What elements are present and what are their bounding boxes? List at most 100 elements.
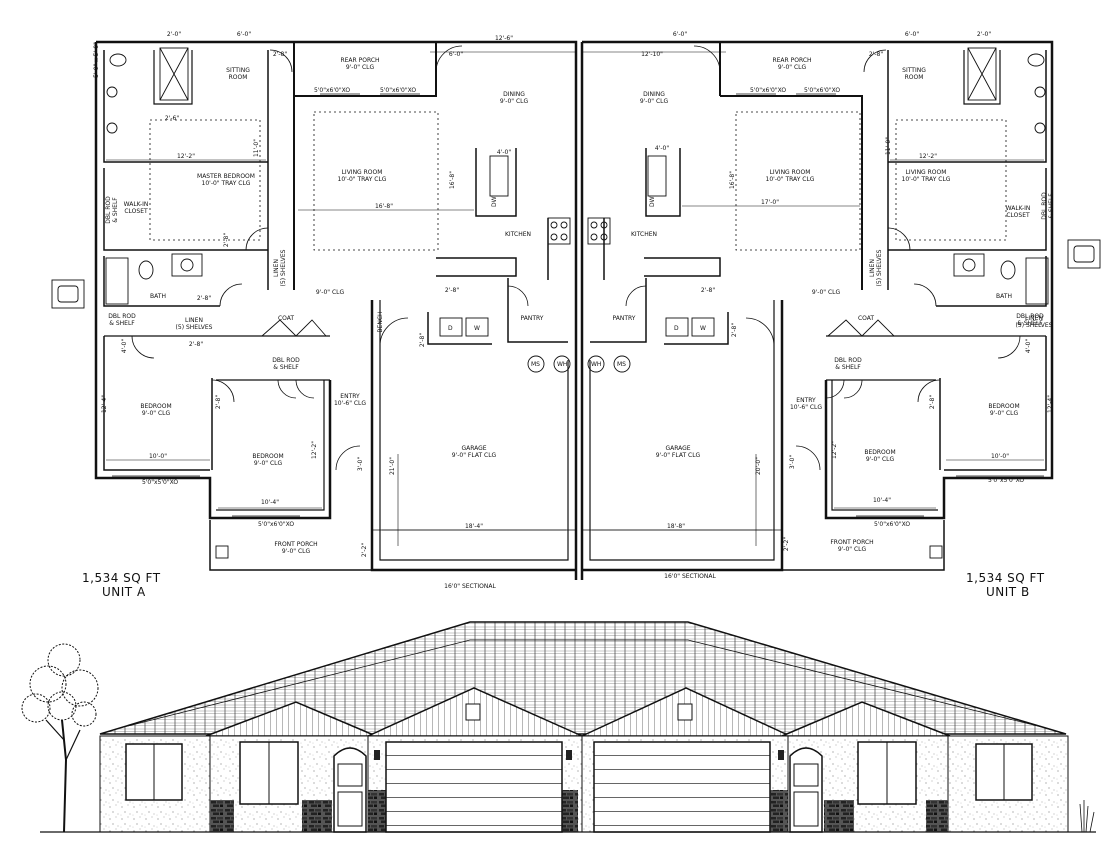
tray-ceilings [149,111,1007,251]
unit-a-dim-d14: 4'-0" [497,149,511,156]
fixtures [51,47,1101,559]
unit-b-room-coat: COAT [858,315,874,322]
unit-b-dim-d25: 20'-0" [755,457,762,475]
front-door-b [789,747,823,833]
unit-a-dim-d23: 5'0"x6'0"XO [258,521,294,528]
front-door-a [333,747,367,833]
front-elevation [21,621,1096,833]
unit-b-dim-d26: 18'-8" [667,523,685,530]
unit-a-dim-d31: 2'-8" [419,333,426,347]
unit-a-dim-d12: 16'-8" [375,203,393,210]
unit-a-dim-d13: 16'-8" [449,171,456,189]
floor-plan [51,40,1101,580]
unit-b-walls [580,40,1054,580]
unit-b-dim-d31: 2'-8" [731,323,738,337]
unit-a-dim-d19: 12'-4" [101,395,108,413]
washer-label-a: W [474,325,480,332]
unit-b-dim-d20: 5'0"x5'0"XO [988,477,1024,484]
dryer-label-a: D [448,325,453,332]
unit-a-dim-d10: 11'-0" [253,139,260,157]
unit-a-room-bath: BATH [150,293,166,300]
unit-b-dim-d2: 6'-0" [905,31,919,38]
unit-a-dim-d7: 5'0"x6'0"XO [314,87,350,94]
unit-a-dim-d30: 4'-0" [121,339,128,353]
dw-label-a: DW [491,196,498,207]
unit-a-dim-d21: 10'-4" [261,499,279,506]
unit-a-room-pantry: PANTRY [521,315,544,322]
ms-label-b: MS [617,361,626,368]
unit-a-dim-d15: 2'-8" [445,287,459,294]
unit-b-dim-d5: 12'-10" [641,51,663,58]
wh-label-b: WH [591,361,601,368]
dw-label-b: DW [649,196,656,207]
unit-b-room-kitchen: KITCHEN [631,231,657,238]
unit-a-dim-d16: 2'-8" [197,295,211,302]
unit-a-room-linen-shelf: LINEN(5) SHELVES [176,317,213,331]
unit-b-dim-d21: 10'-4" [873,497,891,504]
unit-a-walls [94,40,578,580]
unit-b-dim-d14: 4'-0" [655,145,669,152]
unit-b-dim-d7: 5'0"x6'0"XO [750,87,786,94]
unit-b-dim-d24: 3'-0" [789,455,796,469]
ms-label-a: MS [531,361,540,368]
unit-a-sqft: 1,534 SQ FT [82,571,161,585]
unit-b-sqft: 1,534 SQ FT [966,571,1045,585]
washer-label-b: W [700,325,706,332]
unit-b-room-dbl-rod-1: DBL ROD& SHELF [1016,313,1044,327]
unit-a-dim-d4: 6'-0" [449,51,463,58]
unit-a-room-bench: BENCH [377,311,384,332]
unit-b-dim-d22: 12'-2" [831,441,838,459]
unit-a-room-coat: COAT [278,315,294,322]
unit-a-dim-d32: 2'-8" [223,233,230,247]
unit-b-dim-d28: 2'-2" [783,537,790,551]
unit-a-dim-d3: 2'-8" [273,51,287,58]
unit-a-room-hall-clg: 9'-0" CLG [316,289,345,296]
shrub-illustration [1079,800,1095,833]
unit-a-room-dbl-rod-2: DBL ROD& SHELF [272,357,300,371]
unit-b-room-linen-shelves: LINEN(5) SHELVES [869,249,883,286]
unit-b-dim-d29: 2'-8" [929,395,936,409]
unit-b-dim-d27: 16'0" SECTIONAL [664,573,716,580]
tree-illustration [21,643,99,833]
unit-b-room-bath: BATH [996,293,1012,300]
unit-a-name: UNIT A [102,585,146,599]
unit-a-dim-d22: 12'-2" [311,441,318,459]
unit-a-dim-d29: 2'-8" [215,395,222,409]
unit-b-dim-d3: 2'-8" [869,51,883,58]
unit-b-dim-d4: 6'-0" [673,31,687,38]
unit-b-name: UNIT B [986,585,1030,599]
unit-a-dim-d8: 5'0"x6'0"XO [380,87,416,94]
unit-b-dim-d1: 2'-0" [977,31,991,38]
unit-b-dim-d10: 11'-0" [885,137,892,155]
unit-a-dim-d20: 5'0"x5'0"XO [142,479,178,486]
wh-label-a: WH [557,361,567,368]
garage-door-a [385,741,563,833]
unit-b-dim-d13: 16'-8" [729,171,736,189]
unit-a-dim-d27: 16'0" SECTIONAL [444,583,496,590]
unit-b-dim-d11: 12'-2" [919,153,937,160]
unit-a-dim-d28: 2'-2" [361,543,368,557]
unit-a-room-linen-shelves: LINEN(5) SHELVES [273,249,287,286]
dimension-lines [106,51,1044,546]
unit-b-room-dbl-rod-wic: DBL ROD& SHELF [1041,192,1055,220]
